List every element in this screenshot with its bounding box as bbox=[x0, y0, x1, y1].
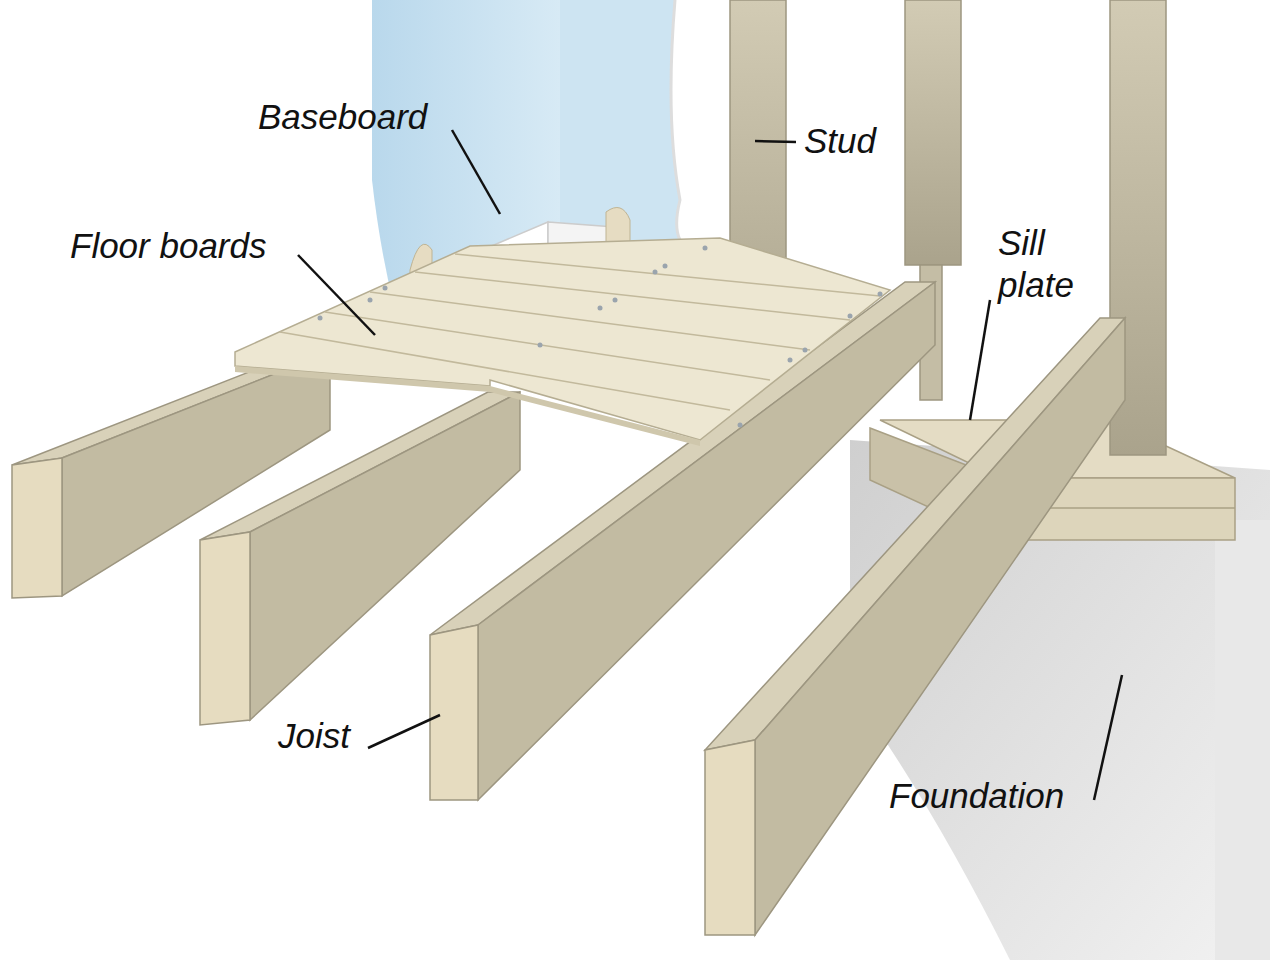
part-label: Joist bbox=[278, 715, 350, 757]
joist-front bbox=[705, 318, 1125, 935]
part-label: Floor boards bbox=[70, 225, 266, 267]
part-label: Baseboard bbox=[258, 96, 427, 138]
leader-lines bbox=[298, 130, 1122, 800]
part-label: Sill plate bbox=[998, 222, 1074, 306]
part-label: Stud bbox=[804, 120, 876, 162]
floor-boards bbox=[235, 238, 890, 446]
part-label: Foundation bbox=[889, 775, 1064, 817]
wall-right bbox=[560, 0, 690, 255]
